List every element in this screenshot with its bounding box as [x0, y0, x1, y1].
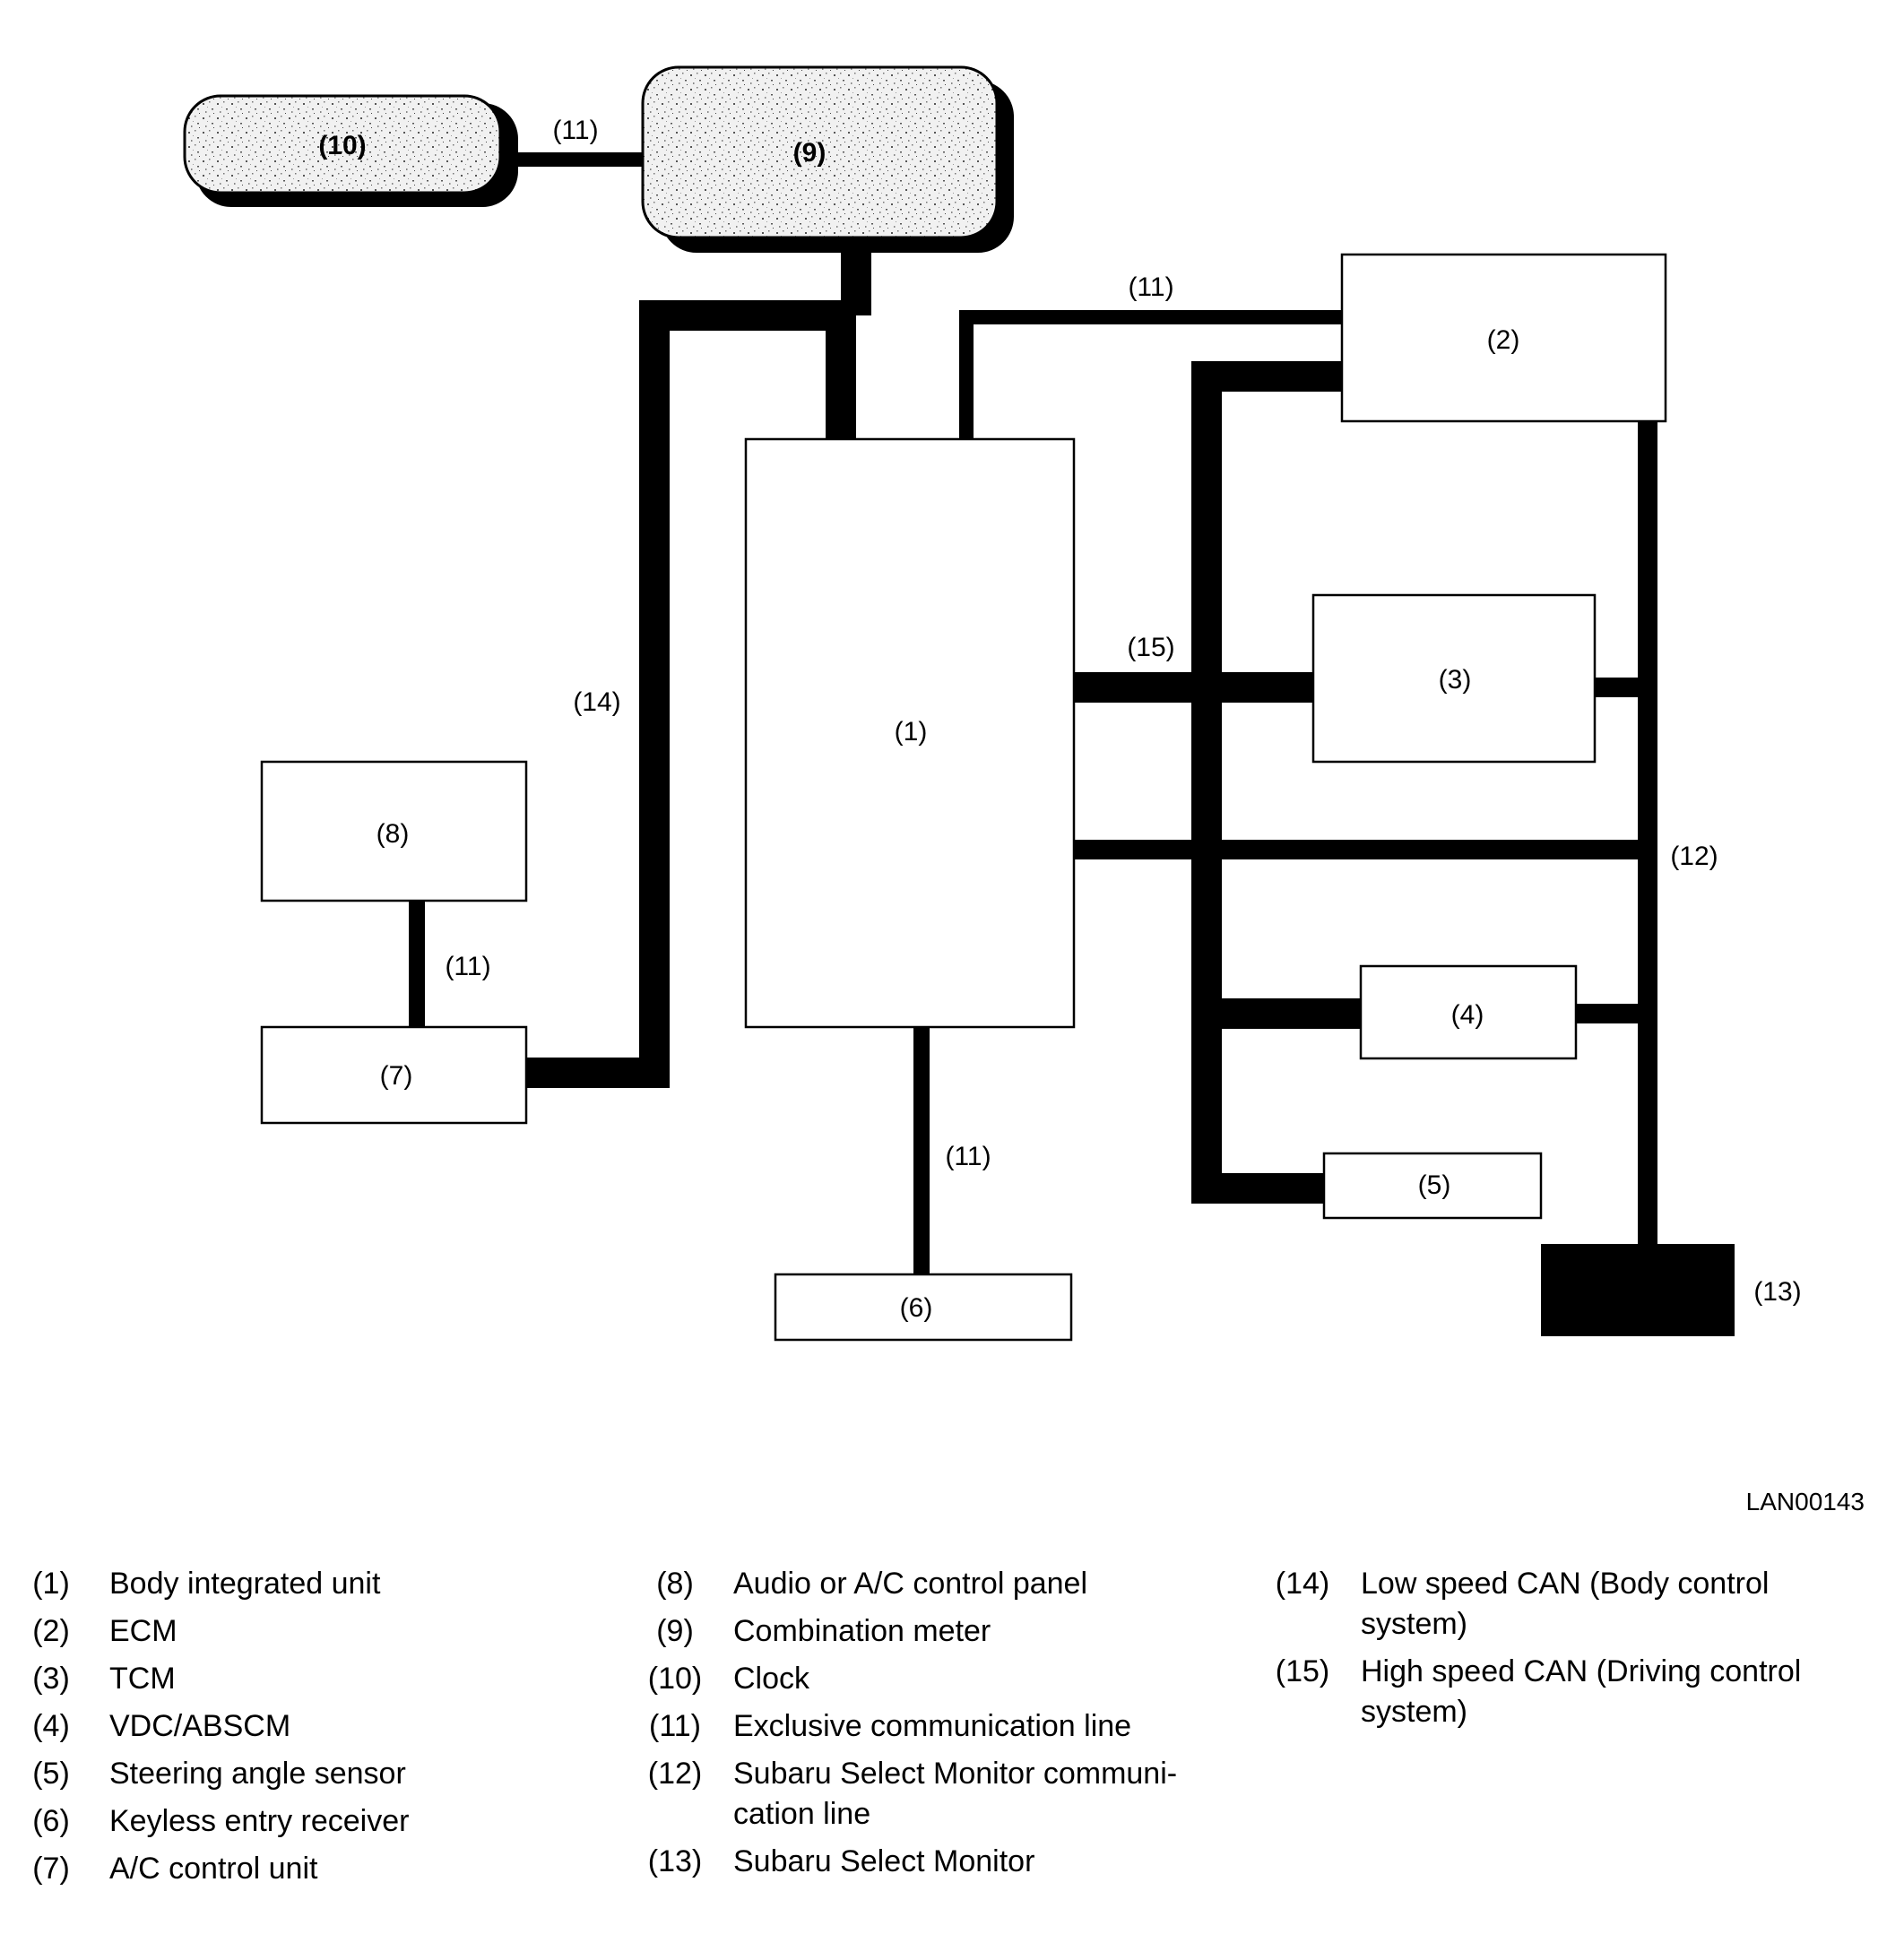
legend-column-2: (8) Audio or A/C control panel (9) Combina… — [644, 1564, 1235, 1889]
exclusive-line-body-ecm — [959, 310, 1342, 439]
label-node-5: (5) — [1418, 1170, 1451, 1200]
legend-num: (12) — [647, 1757, 703, 1791]
label-line-11-audio: (11) — [445, 952, 490, 981]
legend-text: Clock — [733, 1662, 810, 1696]
legend-item: (9) Combination meter — [644, 1611, 1235, 1652]
tcm-box: (3) — [1311, 593, 1597, 764]
legend-item: (14) Low speed CAN (Body control system) — [1271, 1564, 1881, 1645]
legend-text: Body integrated unit — [109, 1567, 381, 1601]
legend-item: (7) A/C control unit — [20, 1849, 593, 1889]
label-line-12: (12) — [1670, 842, 1718, 871]
legend-text: High speed CAN (Driving control system) — [1361, 1654, 1802, 1729]
legend-item: (5) Steering angle sensor — [20, 1754, 593, 1794]
high-speed-can-backbone — [1191, 361, 1342, 1204]
legend-item: (12) Subaru Select Monitor communi-cation… — [644, 1754, 1235, 1835]
label-line-11-ecm: (11) — [1128, 272, 1173, 302]
figure-code: LAN00143 — [1745, 1488, 1865, 1515]
legend-num: (13) — [647, 1844, 703, 1878]
label-line-11-keyless: (11) — [945, 1142, 991, 1171]
legend-num: (2) — [32, 1614, 70, 1648]
low-speed-can-line — [524, 300, 856, 1088]
legend-item: (8) Audio or A/C control panel — [644, 1564, 1235, 1604]
legend-item: (3) TCM — [20, 1659, 593, 1699]
legend-num: (6) — [32, 1804, 70, 1838]
combination-meter-module: (9) — [641, 65, 1014, 253]
ecm-box: (2) — [1340, 253, 1667, 423]
legend-column-3: (14)Low speed CAN (Body control system) … — [1271, 1564, 1881, 1740]
label-node-7: (7) — [380, 1061, 413, 1091]
label-node-4: (4) — [1451, 1000, 1484, 1030]
legend-text: Subaru Select Monitor communi-cation lin… — [733, 1757, 1178, 1831]
label-line-11-clock: (11) — [552, 116, 598, 145]
legend-num: (9) — [656, 1614, 694, 1648]
vdc-abscm-box: (4) — [1359, 964, 1578, 1060]
legend-num: (3) — [32, 1662, 70, 1696]
legend-text: Combination meter — [733, 1614, 991, 1648]
legend-num: (10) — [647, 1662, 703, 1696]
label-line-14: (14) — [573, 687, 620, 717]
label-node-8: (8) — [376, 819, 410, 849]
steering-angle-sensor-box: (5) — [1322, 1152, 1543, 1220]
legend-text: VDC/ABSCM — [109, 1709, 291, 1743]
legend-num: (15) — [1275, 1654, 1330, 1688]
legend-text: ECM — [109, 1614, 177, 1648]
legend-item: (15) High speed CAN (Driving control syst… — [1271, 1652, 1881, 1732]
label-line-15: (15) — [1127, 633, 1174, 662]
legend-num: (11) — [649, 1709, 701, 1743]
label-node-3: (3) — [1439, 665, 1472, 695]
legend-item: (4) VDC/ABSCM — [20, 1706, 593, 1747]
audio-ac-panel-box: (8) — [260, 760, 528, 902]
legend-num: (8) — [656, 1567, 694, 1601]
legend-item: (2) ECM — [20, 1611, 593, 1652]
keyless-entry-receiver-box: (6) — [774, 1273, 1073, 1342]
label-node-13: (13) — [1753, 1277, 1801, 1307]
legend-num: (7) — [32, 1852, 70, 1886]
legend-item: (10) Clock — [644, 1659, 1235, 1699]
label-node-10: (10) — [318, 131, 366, 160]
legend-text: Low speed CAN (Body control system) — [1361, 1567, 1770, 1641]
body-integrated-unit-box: (1) — [744, 437, 1076, 1029]
label-node-2: (2) — [1487, 325, 1520, 355]
legend-item: (6) Keyless entry receiver — [20, 1801, 593, 1842]
legend-text: Audio or A/C control panel — [733, 1567, 1088, 1601]
legend-column-1: (1) Body integrated unit (2) ECM (3) TCM (4… — [20, 1564, 593, 1896]
legend-num: (5) — [32, 1757, 70, 1791]
legend-num: (1) — [32, 1567, 70, 1601]
legend-num: (4) — [32, 1709, 70, 1743]
clock-module: (10) — [183, 94, 518, 207]
legend-text: Keyless entry receiver — [109, 1804, 410, 1838]
label-node-6: (6) — [900, 1293, 933, 1323]
label-node-9: (9) — [793, 138, 827, 168]
legend-text: Subaru Select Monitor — [733, 1844, 1035, 1878]
ac-control-unit-box: (7) — [260, 1025, 528, 1125]
legend-item: (1) Body integrated unit — [20, 1564, 593, 1604]
legend-item: (13) Subaru Select Monitor — [644, 1842, 1235, 1882]
network-diagram: (10) (9) (1) (2) (3) (4) (5) (6) (7) (8) — [183, 65, 1802, 1342]
legend-text: Steering angle sensor — [109, 1757, 406, 1791]
legend-item: (11) Exclusive communication line — [644, 1706, 1235, 1747]
label-node-1: (1) — [895, 717, 928, 747]
legend-num: (14) — [1275, 1567, 1330, 1601]
legend-text: TCM — [109, 1662, 176, 1696]
legend-text: A/C control unit — [109, 1852, 318, 1886]
legend-text: Exclusive communication line — [733, 1709, 1132, 1743]
subaru-select-monitor-box: (13) — [1541, 1244, 1802, 1336]
